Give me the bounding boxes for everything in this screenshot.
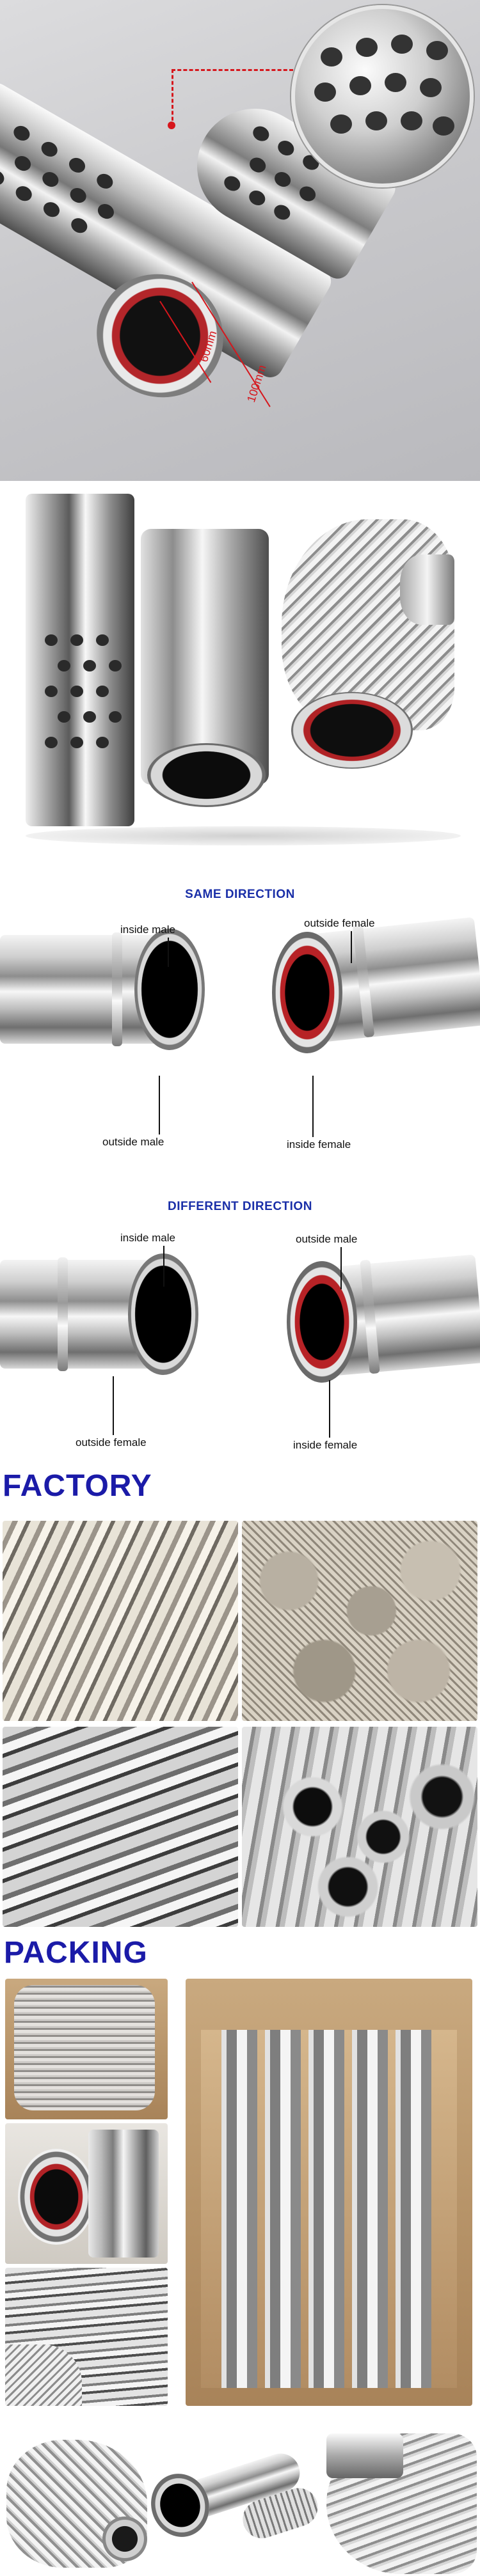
- callout-left-top-2: inside male: [120, 1232, 175, 1244]
- factory-photo-3: [3, 1727, 238, 1927]
- bottom-product-coaxial-pipes: [143, 2428, 327, 2576]
- factory-photo-4: [242, 1727, 477, 1927]
- callout-left-top: inside male: [120, 923, 175, 936]
- zoom-pointer-line-vertical: [172, 69, 173, 127]
- different-direction-title: DIFFERENT DIRECTION: [168, 1200, 312, 1213]
- callout-right-top-2: outside male: [296, 1233, 358, 1245]
- perforation-zoom-circle: [291, 5, 474, 187]
- zoom-pointer-dot: [168, 122, 175, 129]
- packing-photo-boxed-tubes: [186, 1979, 472, 2406]
- factory-heading: FACTORY: [3, 1469, 152, 1503]
- factory-photo-2: [242, 1521, 477, 1721]
- packing-photo-elbow: [5, 2268, 168, 2406]
- callout-left-bottom-2: outside female: [76, 1436, 147, 1449]
- three-flue-components-photo: [0, 481, 480, 865]
- left-pipe-body: [0, 935, 160, 1044]
- bottom-product-elbow-1: [6, 2440, 147, 2568]
- straight-coaxial-pipe: [141, 529, 269, 785]
- same-direction-section: SAME DIRECTION inside male outside male …: [0, 865, 480, 1165]
- callout-right-top: outside female: [304, 917, 375, 929]
- packing-photo-pipes: [5, 2123, 168, 2264]
- perforated-terminal-pipe: [26, 494, 134, 826]
- right-pipe-end-female: [272, 932, 342, 1053]
- bottom-product-elbow-2: [326, 2433, 477, 2574]
- different-direction-section: DIFFERENT DIRECTION inside male outside …: [0, 1165, 480, 1479]
- left-pipe-end-male: [134, 929, 205, 1050]
- same-direction-title: SAME DIRECTION: [185, 888, 295, 901]
- packing-heading: PACKING: [4, 1936, 148, 1970]
- zoom-pointer-line: [172, 69, 293, 71]
- callout-right-bottom-2: inside female: [293, 1439, 358, 1451]
- right-pipe-end-2: [287, 1261, 357, 1383]
- factory-photo-1: [3, 1521, 238, 1721]
- packing-photo-coils: [5, 1979, 168, 2119]
- callout-left-bottom: outside male: [102, 1136, 164, 1148]
- hero-flue-pipe-photo: 60mm 100mm: [0, 0, 480, 481]
- callout-right-bottom: inside female: [287, 1138, 351, 1151]
